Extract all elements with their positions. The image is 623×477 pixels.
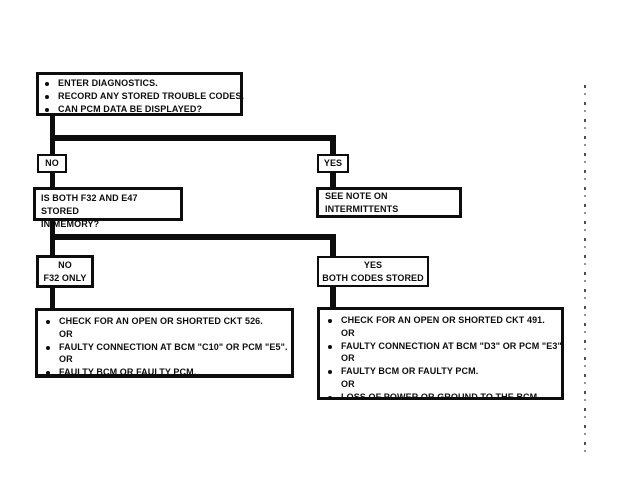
or-text: OR	[341, 353, 355, 364]
action-row: FAULTY BCM OR FAULTY PCM.	[44, 366, 289, 379]
or-text: OR	[59, 328, 73, 339]
yes-label: YES	[323, 158, 343, 168]
no-branch-line: F32 ONLY	[43, 272, 87, 283]
connector-line	[330, 135, 336, 155]
action-row: CHECK FOR AN OPEN OR SHORTED CKT 491.	[326, 314, 559, 327]
connector-line	[50, 113, 55, 155]
bullet-icon	[46, 345, 50, 350]
start-bullet-text: ENTER DIAGNOSTICS.	[58, 78, 158, 88]
yes-branch-box: YES BOTH CODES STORED	[317, 256, 429, 287]
connector-line	[50, 286, 55, 309]
start-bullet-row: RECORD ANY STORED TROUBLE CODES.	[43, 90, 244, 103]
action-or-row: OR	[326, 378, 559, 391]
connector-line	[330, 172, 336, 188]
question-line: IN MEMORY?	[41, 219, 100, 229]
start-bullet-text: CAN PCM DATA BE DISPLAYED?	[58, 104, 203, 114]
intermittents-box: SEE NOTE ON INTERMITTENTS	[316, 187, 462, 218]
connector-line	[330, 285, 336, 308]
start-box: ENTER DIAGNOSTICS. RECORD ANY STORED TRO…	[36, 72, 244, 116]
bullet-icon	[328, 370, 332, 375]
action-row: CHECK FOR AN OPEN OR SHORTED CKT 526.	[44, 315, 289, 328]
bullet-icon	[328, 395, 332, 400]
bullet-icon	[45, 108, 49, 112]
intermittents-text: SEE NOTE ON INTERMITTENTS	[325, 190, 399, 214]
scan-edge-artifact	[584, 85, 586, 457]
connector-line	[50, 135, 336, 141]
or-text: OR	[59, 354, 73, 365]
no-label: NO	[45, 158, 59, 168]
action-row: FAULTY BCM OR FAULTY PCM.	[326, 365, 559, 378]
action-row: LOSS OF POWER OR GROUND TO THE BCM.	[326, 391, 559, 404]
action-text: FAULTY BCM OR FAULTY PCM.	[59, 367, 197, 378]
action-or-row: OR	[44, 353, 289, 366]
or-text: OR	[341, 378, 355, 389]
connector-line	[50, 172, 55, 188]
left-actions-box: CHECK FOR AN OPEN OR SHORTED CKT 526. OR…	[35, 308, 294, 378]
action-text: LOSS OF POWER OR GROUND TO THE BCM.	[341, 391, 540, 402]
start-bullet-row: CAN PCM DATA BE DISPLAYED?	[43, 103, 238, 116]
or-text: OR	[341, 327, 355, 338]
action-row: FAULTY CONNECTION AT BCM "C10" OR PCM "E…	[44, 341, 289, 354]
bullet-icon	[46, 371, 50, 376]
action-text: FAULTY BCM OR FAULTY PCM.	[341, 366, 479, 377]
yes-branch-line: BOTH CODES STORED	[322, 272, 424, 283]
action-row: FAULTY CONNECTION AT BCM "D3" OR PCM "E3…	[326, 340, 564, 353]
connector-line	[50, 234, 336, 240]
action-or-row: OR	[44, 328, 289, 341]
bullet-icon	[45, 82, 49, 86]
connector-line	[330, 234, 336, 257]
bullet-icon	[45, 95, 49, 99]
action-text: FAULTY CONNECTION AT BCM "C10" OR PCM "E…	[59, 341, 288, 352]
bullet-icon	[328, 319, 332, 323]
question-box: IS BOTH F32 AND E47 STORED IN MEMORY?	[33, 187, 183, 229]
bullet-icon	[46, 320, 50, 324]
action-text: CHECK FOR AN OPEN OR SHORTED CKT 491.	[341, 315, 545, 325]
yes-branch-line: YES	[363, 259, 383, 270]
action-or-row: OR	[326, 327, 559, 340]
question-line: IS BOTH F32 AND E47 STORED	[41, 193, 138, 216]
no-label-box: NO	[37, 154, 67, 173]
action-text: CHECK FOR AN OPEN OR SHORTED CKT 526.	[59, 316, 263, 326]
start-bullet-row: ENTER DIAGNOSTICS.	[43, 77, 238, 90]
yes-label-box: YES	[317, 154, 349, 173]
action-or-row: OR	[326, 352, 559, 365]
bullet-icon	[328, 344, 332, 349]
no-branch-line: NO	[58, 259, 72, 270]
start-bullet-text: RECORD ANY STORED TROUBLE CODES.	[58, 91, 245, 101]
action-text: FAULTY CONNECTION AT BCM "D3" OR PCM "E3…	[341, 340, 565, 351]
no-branch-box: NO F32 ONLY	[36, 255, 94, 288]
right-actions-box: CHECK FOR AN OPEN OR SHORTED CKT 491. OR…	[317, 307, 564, 402]
